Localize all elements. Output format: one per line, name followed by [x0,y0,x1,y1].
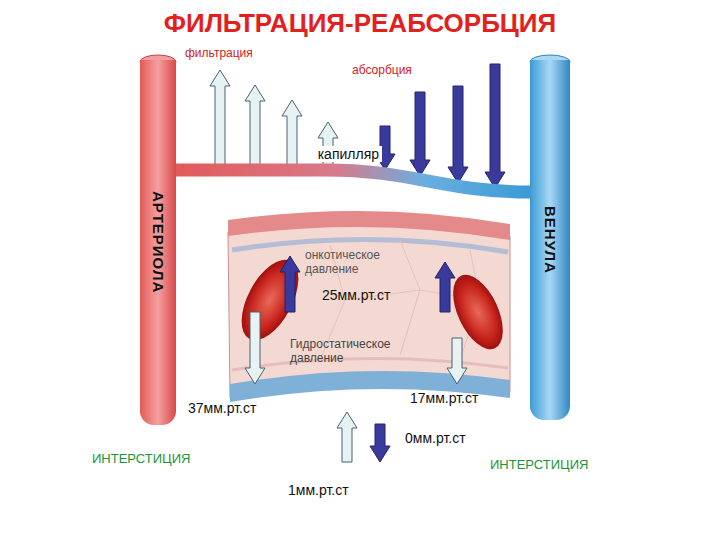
pressure-arrow [245,85,265,165]
region-label: ИНТЕРСТИЦИЯ [92,452,190,467]
pressure-arrow [280,256,300,312]
pressure-arrow [282,100,302,165]
pressure-value: 25мм.рт.ст [322,287,390,303]
pressure-name: Гидростатическое давление [290,338,418,366]
arteriole-vessel: АРТЕРИОЛА [140,60,176,425]
pressure-name: онкотическое давление [305,249,413,277]
process-label: абсорбция [352,64,412,78]
pressure-arrow [435,262,455,312]
vessel-label: АРТЕРИОЛА [150,191,167,293]
pressure-value: 17мм.рт.ст [410,390,478,406]
pressure-arrow [447,338,467,384]
capillary-vessel [174,170,532,192]
diagram-title: ФИЛЬТРАЦИЯ-РЕАБСОРБЦИЯ [0,8,720,39]
vessel-name: капилляр [315,146,382,162]
pressure-value: 37мм.рт.ст [188,400,256,416]
pressure-arrow [337,412,357,462]
pressure-arrow [448,86,468,183]
red-blood-cell [230,251,310,349]
region-label: ИНТЕРСТИЦИЯ [490,458,588,473]
pressure-arrow [370,424,390,462]
pressure-value: 1мм.рт.ст [288,482,349,498]
pressure-arrow [410,92,430,176]
venule-vessel: ВЕНУЛА [530,60,570,420]
pressure-arrow [245,312,265,384]
process-label: фильтрация [185,47,253,61]
pressure-arrow [210,70,230,165]
vessel-label: ВЕНУЛА [542,206,559,274]
capillary-wall-top [228,211,510,240]
pressure-value: 0мм.рт.ст [405,430,466,446]
pressure-arrow [485,64,505,188]
